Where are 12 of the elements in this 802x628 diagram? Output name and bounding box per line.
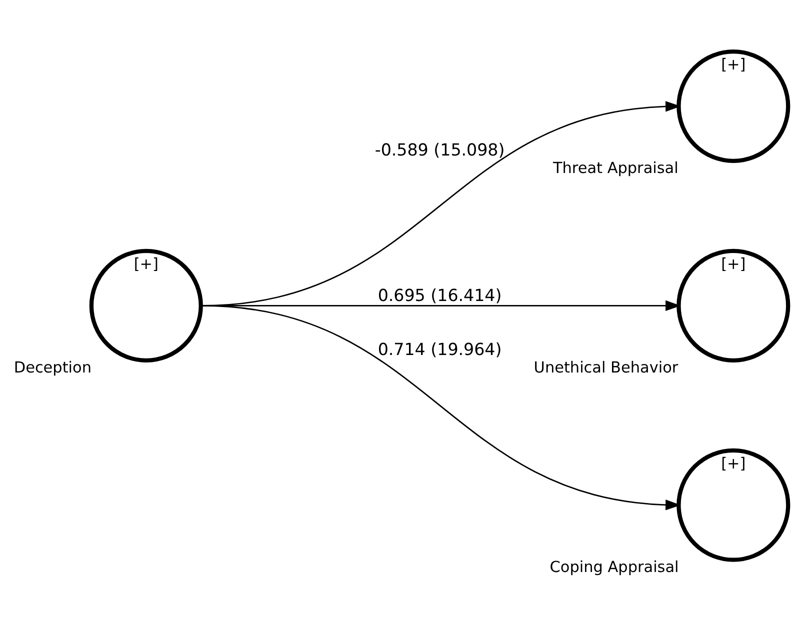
node-circle: [+] <box>676 248 790 362</box>
edge-label: 0.695 (16.414) <box>378 286 502 305</box>
node-label: Unethical Behavior <box>534 358 678 377</box>
node-label: Coping Appraisal <box>550 558 679 576</box>
node-circle: [+] <box>676 49 790 164</box>
node-label: Threat Appraisal <box>552 159 678 178</box>
edge-label: 0.714 (19.964) <box>378 340 502 359</box>
node-circle: [+] <box>89 248 203 362</box>
node-circle: [+] <box>676 448 790 562</box>
arrow <box>200 305 681 510</box>
node-label: Deception <box>14 358 92 377</box>
edge-label: -0.589 (15.098) <box>374 140 505 160</box>
